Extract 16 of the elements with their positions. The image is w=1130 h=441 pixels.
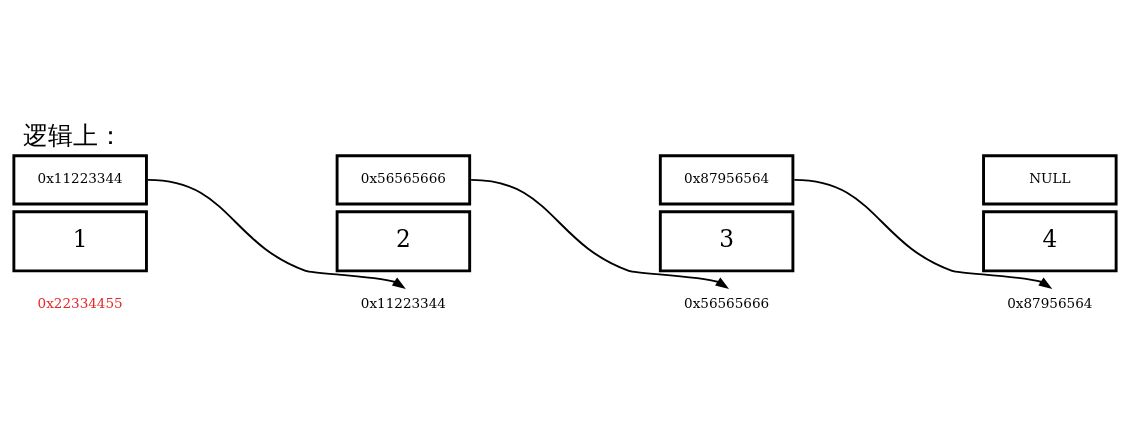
node-box: NULL [982,153,1118,205]
diagram-title: 逻辑上： [22,120,123,150]
node-box: 2 [335,209,472,272]
arrow [793,178,1053,289]
node-box: 0x11223344 [12,153,148,205]
node-box: 0x87956564 [658,153,795,205]
node-text: 0x56565666 [684,294,770,311]
node-text: 0x11223344 [360,294,446,311]
node-box: 1 [12,209,148,272]
node-box: 3 [658,209,795,272]
arrow [470,178,730,289]
node-box: 0x56565666 [335,153,472,205]
node-text: 0x87956564 [1007,294,1093,311]
node-box: 4 [982,209,1118,272]
arrow [146,178,406,289]
node-label: 0x22334455 [37,294,123,311]
